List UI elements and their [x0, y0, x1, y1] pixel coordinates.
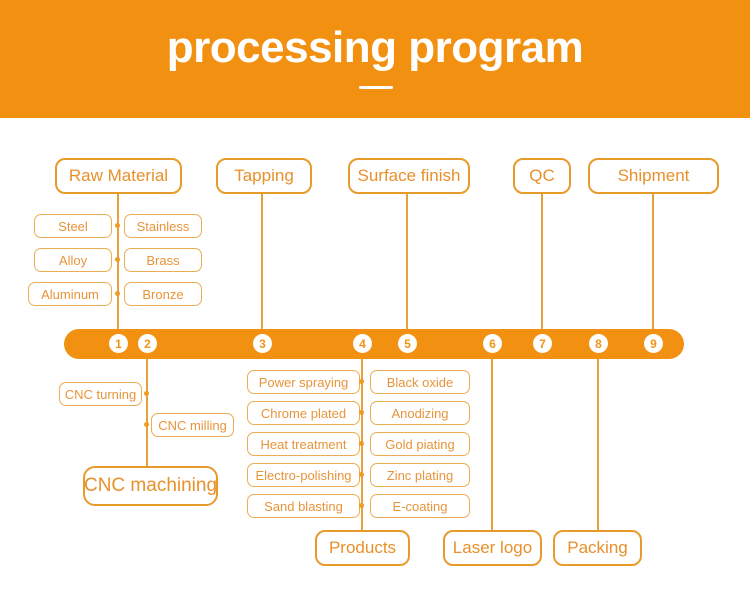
connector-line-packing — [597, 359, 599, 530]
finish-item-gold-plating[interactable]: Gold piating — [370, 432, 470, 456]
box-label: CNC milling — [158, 417, 227, 433]
process-step-shipment[interactable]: Shipment — [588, 158, 719, 194]
process-result-cnc-machining[interactable]: CNC machining — [83, 466, 218, 506]
timeline-node-9[interactable]: 9 — [644, 334, 663, 353]
box-label: Electro-polishing — [255, 467, 352, 483]
finish-item-zinc-plating[interactable]: Zinc plating — [370, 463, 470, 487]
box-label: Anodizing — [391, 405, 449, 421]
finish-item-power-spraying[interactable]: Power spraying — [247, 370, 360, 394]
timeline-node-2[interactable]: 2 — [138, 334, 157, 353]
header-banner: processing program — [0, 0, 750, 118]
finish-item-black-oxide[interactable]: Black oxide — [370, 370, 470, 394]
process-output-laser-logo[interactable]: Laser logo — [443, 530, 542, 566]
box-label: Brass — [146, 252, 180, 268]
box-label: Black oxide — [386, 374, 454, 390]
process-flow-diagram: Raw Material Tapping Surface finish QC S… — [0, 118, 750, 590]
node-number: 7 — [539, 336, 546, 351]
timeline-node-1[interactable]: 1 — [109, 334, 128, 353]
cnc-item-turning[interactable]: CNC turning — [59, 382, 142, 406]
timeline-node-6[interactable]: 6 — [483, 334, 502, 353]
box-label: Steel — [58, 218, 88, 234]
box-label: Zinc plating — [386, 467, 454, 483]
process-output-packing[interactable]: Packing — [553, 530, 642, 566]
box-label: Raw Material — [68, 166, 169, 185]
process-step-qc[interactable]: QC — [513, 158, 571, 194]
connector-dot — [359, 379, 364, 384]
finish-item-sand-blasting[interactable]: Sand blasting — [247, 494, 360, 518]
box-label: CNC machining — [83, 475, 218, 496]
cnc-item-milling[interactable]: CNC milling — [151, 413, 234, 437]
connector-dot — [359, 410, 364, 415]
node-number: 6 — [489, 336, 496, 351]
box-label: Chrome plated — [260, 405, 347, 421]
connector-dot — [359, 472, 364, 477]
box-label: Heat treatment — [260, 436, 347, 452]
finish-item-electro-polishing[interactable]: Electro-polishing — [247, 463, 360, 487]
connector-line-shipment — [652, 194, 654, 330]
connector-dot — [115, 223, 120, 228]
connector-dot — [144, 422, 149, 427]
process-timeline-bar — [64, 329, 684, 359]
finish-item-chrome-plated[interactable]: Chrome plated — [247, 401, 360, 425]
timeline-node-5[interactable]: 5 — [398, 334, 417, 353]
connector-line-cnc — [146, 359, 148, 469]
finish-item-anodizing[interactable]: Anodizing — [370, 401, 470, 425]
connector-line-laser-logo — [491, 359, 493, 530]
title-underline-rule — [359, 86, 393, 89]
box-label: Shipment — [617, 166, 690, 185]
box-label: E-coating — [392, 498, 448, 514]
box-label: Alloy — [58, 252, 88, 268]
connector-line-raw-material — [117, 194, 119, 330]
page-title: processing program — [166, 23, 584, 72]
node-number: 3 — [259, 336, 266, 351]
process-output-products[interactable]: Products — [315, 530, 410, 566]
box-label: Surface finish — [357, 166, 461, 185]
node-number: 1 — [115, 336, 122, 351]
box-label: CNC turning — [64, 386, 137, 402]
box-label: Products — [328, 538, 397, 557]
timeline-node-8[interactable]: 8 — [589, 334, 608, 353]
connector-line-qc — [541, 194, 543, 330]
node-number: 8 — [595, 336, 602, 351]
box-label: Power spraying — [258, 374, 349, 390]
connector-dot — [115, 257, 120, 262]
box-label: Tapping — [234, 166, 294, 185]
node-number: 5 — [404, 336, 411, 351]
box-label: Aluminum — [41, 286, 99, 302]
material-item-bronze[interactable]: Bronze — [124, 282, 202, 306]
box-label: Packing — [567, 538, 628, 557]
process-step-raw-material[interactable]: Raw Material — [55, 158, 182, 194]
material-item-steel[interactable]: Steel — [34, 214, 112, 238]
connector-dot — [359, 441, 364, 446]
connector-dot — [115, 291, 120, 296]
box-label: Stainless — [136, 218, 190, 234]
material-item-stainless[interactable]: Stainless — [124, 214, 202, 238]
material-item-aluminum[interactable]: Aluminum — [28, 282, 112, 306]
process-step-surface-finish[interactable]: Surface finish — [348, 158, 470, 194]
node-number: 4 — [359, 336, 366, 351]
box-label: Sand blasting — [264, 498, 343, 514]
finish-item-e-coating[interactable]: E-coating — [370, 494, 470, 518]
connector-line-surface-finish — [406, 194, 408, 330]
box-label: QC — [529, 166, 555, 185]
material-item-alloy[interactable]: Alloy — [34, 248, 112, 272]
connector-dot — [359, 503, 364, 508]
node-number: 9 — [650, 336, 657, 351]
connector-dot — [144, 391, 149, 396]
timeline-node-3[interactable]: 3 — [253, 334, 272, 353]
timeline-node-4[interactable]: 4 — [353, 334, 372, 353]
node-number: 2 — [144, 336, 151, 351]
process-step-tapping[interactable]: Tapping — [216, 158, 312, 194]
connector-line-tapping — [261, 194, 263, 330]
material-item-brass[interactable]: Brass — [124, 248, 202, 272]
box-label: Bronze — [142, 286, 184, 302]
box-label: Gold piating — [385, 436, 455, 452]
box-label: Laser logo — [452, 538, 533, 557]
timeline-node-7[interactable]: 7 — [533, 334, 552, 353]
finish-item-heat-treatment[interactable]: Heat treatment — [247, 432, 360, 456]
